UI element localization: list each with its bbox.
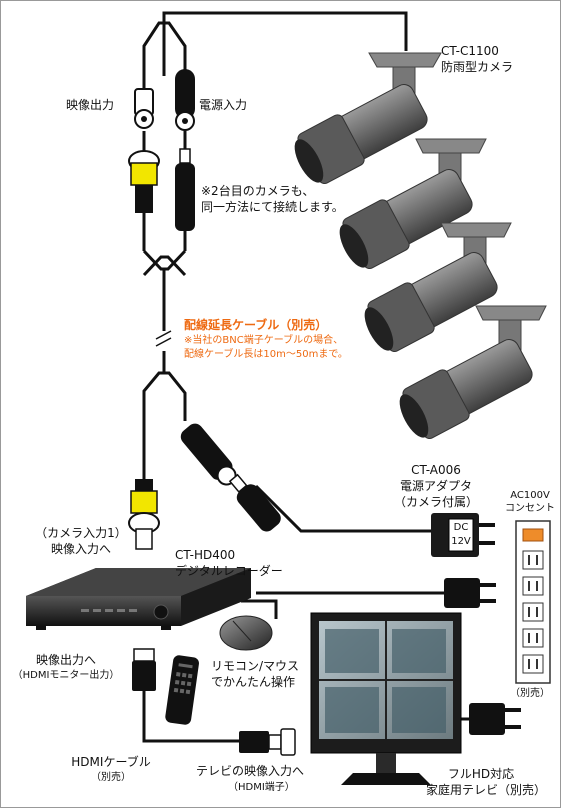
camera-1-icon: [294, 52, 442, 185]
bnc-connector-icon: [134, 88, 154, 129]
hdmi-out-line1: 映像出力へ: [35, 653, 96, 667]
camera-input-line2: 映像入力へ: [50, 542, 111, 556]
cable-lines: [142, 11, 471, 743]
hdmi-cable-note: （別売）: [91, 772, 131, 783]
cable-break-mark: [155, 330, 172, 347]
outlet-name-label: コンセント: [505, 503, 555, 514]
recorder-name-label: デジタルレコーダー: [175, 564, 283, 578]
outlet-voltage-label: AC100V: [510, 490, 550, 501]
extension-cable-note-line2: 配線ケーブル長は10m〜50mまで。: [184, 349, 348, 360]
tv-power-plug-icon: [469, 703, 521, 735]
adapter-model-label: CT-A006: [411, 463, 461, 477]
hdmi-connector-dvr-icon: [132, 648, 156, 691]
dvr-power-plug-icon: [444, 578, 496, 608]
hdmi-cable-label: HDMIケーブル: [71, 755, 151, 769]
remote-label-line2: でかんたん操作: [211, 675, 296, 689]
hdmi-out-line2: （HDMIモニター出力）: [12, 670, 120, 681]
power-adapter-icon: [431, 513, 495, 557]
video-out-label: 映像出力: [66, 98, 115, 112]
recorder-model-label: CT-HD400: [175, 548, 236, 562]
power-in-label: 電源入力: [199, 98, 248, 112]
remote-control-icon: [165, 655, 199, 725]
second-camera-note-line1: ※2台目のカメラも、: [201, 184, 315, 198]
camera-3-icon: [364, 222, 512, 353]
bnc-yellow-lower-icon: [128, 479, 160, 550]
dvr-recorder-icon: [26, 568, 251, 630]
camera-input-line1: （カメラ入力1）: [35, 526, 127, 540]
outlet-note-label: （別売）: [510, 688, 550, 699]
tv-label-line2: 家庭用テレビ（別売）: [425, 783, 546, 797]
camera-2-icon: [339, 138, 487, 270]
dc-plug-male-icon: [175, 148, 195, 231]
tv-input-line2: （HDMI端子）: [228, 782, 295, 793]
power-outlet-strip-icon: [515, 520, 551, 684]
extension-cable-note-line1: ※当社のBNC端子ケーブルの場合、: [184, 335, 344, 346]
tv-input-line1: テレビの映像入力へ: [196, 764, 305, 778]
tv-label-line1: フルHD対応: [447, 767, 515, 781]
camera-model-label: CT-C1100: [441, 44, 499, 58]
dc-plug-icon: [175, 69, 195, 131]
dc-plug-male-lower-icon: [228, 473, 281, 532]
second-camera-note-line2: 同一方法にて接続します。: [201, 200, 344, 214]
adapter-name-label: 電源アダプタ: [399, 479, 472, 493]
camera-4-icon: [399, 305, 547, 440]
mouse-icon: [219, 615, 273, 651]
tv-monitor-icon: [310, 612, 462, 785]
camera-description-label: 防雨型カメラ: [441, 60, 514, 74]
adapter-note-label: （カメラ付属）: [393, 495, 478, 509]
hdmi-connector-tv-icon: [239, 728, 296, 756]
adapter-12v-label: 12V: [451, 536, 471, 547]
remote-label-line1: リモコン/マウス: [211, 659, 300, 673]
adapter-dc-label: DC: [453, 522, 469, 533]
bnc-yellow-connector-icon: [128, 150, 160, 213]
extension-cable-title: 配線延長ケーブル（別売）: [184, 318, 328, 332]
